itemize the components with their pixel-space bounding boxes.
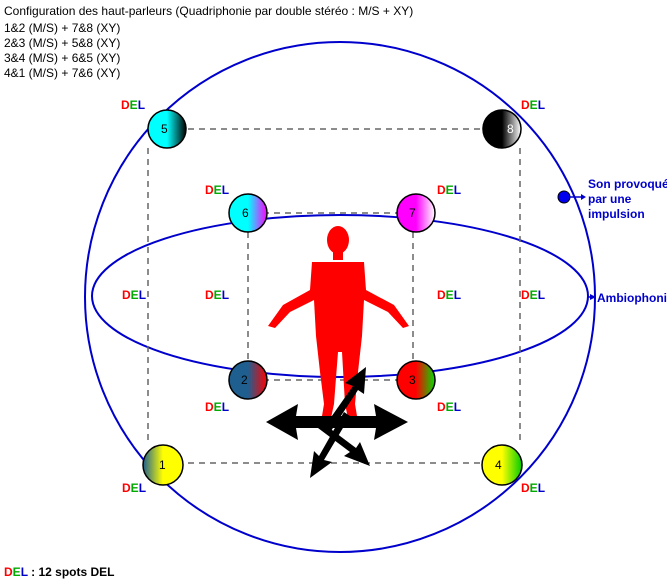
pairing-line-4: 4&1 (M/S) + 7&6 (XY) xyxy=(4,66,121,80)
speaker-number: 3 xyxy=(409,373,416,387)
del-label-4: DEL xyxy=(521,481,545,495)
impulse-label-line-2: par une xyxy=(588,192,632,206)
speaker-number: 2 xyxy=(241,373,248,387)
speaker-3: 3 xyxy=(396,360,436,400)
speaker-number: 8 xyxy=(507,122,514,136)
del-label-2: DEL xyxy=(205,400,229,414)
ambiophonie-ellipse xyxy=(91,214,589,378)
impulse-label-line-3: impulsion xyxy=(588,207,645,221)
del-label-left-inner: DEL xyxy=(205,288,229,302)
speaker-6: 6 xyxy=(228,193,268,233)
del-label-left-outer: DEL xyxy=(122,288,146,302)
del-label-8: DEL xyxy=(521,98,545,112)
speaker-8: 8 xyxy=(482,109,522,149)
impulse-arrow-head xyxy=(581,194,586,200)
del-label-right-inner: DEL xyxy=(437,288,461,302)
del-labels: DEL DEL DEL DEL DEL DEL DEL DEL DEL DEL … xyxy=(121,98,545,495)
speaker-number: 5 xyxy=(161,122,168,136)
del-label-7: DEL xyxy=(437,183,461,197)
speaker-1: 1 xyxy=(142,444,184,486)
speaker-2: 2 xyxy=(228,360,268,400)
speaker-number: 1 xyxy=(159,458,166,472)
speaker-number: 6 xyxy=(242,206,249,220)
del-label-right-outer: DEL xyxy=(521,288,545,302)
legend: DEL : 12 spots DEL xyxy=(4,565,115,579)
pairing-line-1: 1&2 (M/S) + 7&8 (XY) xyxy=(4,21,121,35)
speaker-5: 5 xyxy=(147,109,187,149)
side-labels: Son provoqué par une impulsion Ambiophon… xyxy=(588,177,667,305)
del-label-6: DEL xyxy=(205,183,229,197)
impulse-label-line-1: Son provoqué xyxy=(588,177,667,191)
speaker-number: 4 xyxy=(495,458,502,472)
speaker-4: 4 xyxy=(481,444,523,486)
del-label-1: DEL xyxy=(122,481,146,495)
human-figure-icon xyxy=(268,226,409,418)
diagram-title: Configuration des haut-parleurs (Quadrip… xyxy=(4,4,414,18)
speaker-7: 7 xyxy=(396,193,436,233)
ambiophonie-arrow-head xyxy=(590,294,596,300)
speaker-number: 7 xyxy=(409,206,416,220)
del-label-3: DEL xyxy=(437,400,461,414)
ambiophonie-label: Ambiophonie xyxy=(597,291,667,305)
pairing-line-2: 2&3 (M/S) + 5&8 (XY) xyxy=(4,36,121,50)
impulse-source-icon xyxy=(557,190,571,204)
del-label-5: DEL xyxy=(121,98,145,112)
rotation-arrows-icon xyxy=(266,367,408,478)
pairing-line-3: 3&4 (M/S) + 6&5 (XY) xyxy=(4,51,121,65)
